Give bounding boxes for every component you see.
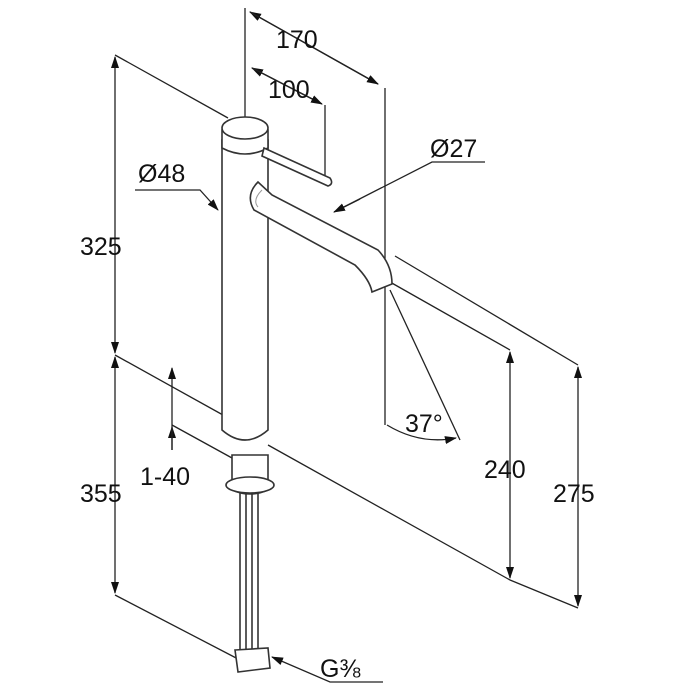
dim-spout-reach: 170 xyxy=(276,26,318,54)
faucet-body xyxy=(221,116,393,673)
dim-counter-thickness: 1-40 xyxy=(140,463,191,491)
dim-outlet-height: 240 xyxy=(484,456,526,484)
dim-body-diameter: Ø48 xyxy=(138,160,186,188)
dim-spout-diameter: Ø27 xyxy=(430,135,478,163)
dim-lever-reach: 100 xyxy=(268,76,310,104)
dim-connection-thread: G⅜ xyxy=(320,655,361,683)
extension-lines xyxy=(114,8,579,661)
dim-total-height: 325 xyxy=(80,233,122,261)
dim-hose-length: 355 xyxy=(80,480,122,508)
dim-spout-angle: 37° xyxy=(405,410,443,438)
dimension-lines xyxy=(111,11,582,683)
dim-spout-top-height: 275 xyxy=(553,480,595,508)
